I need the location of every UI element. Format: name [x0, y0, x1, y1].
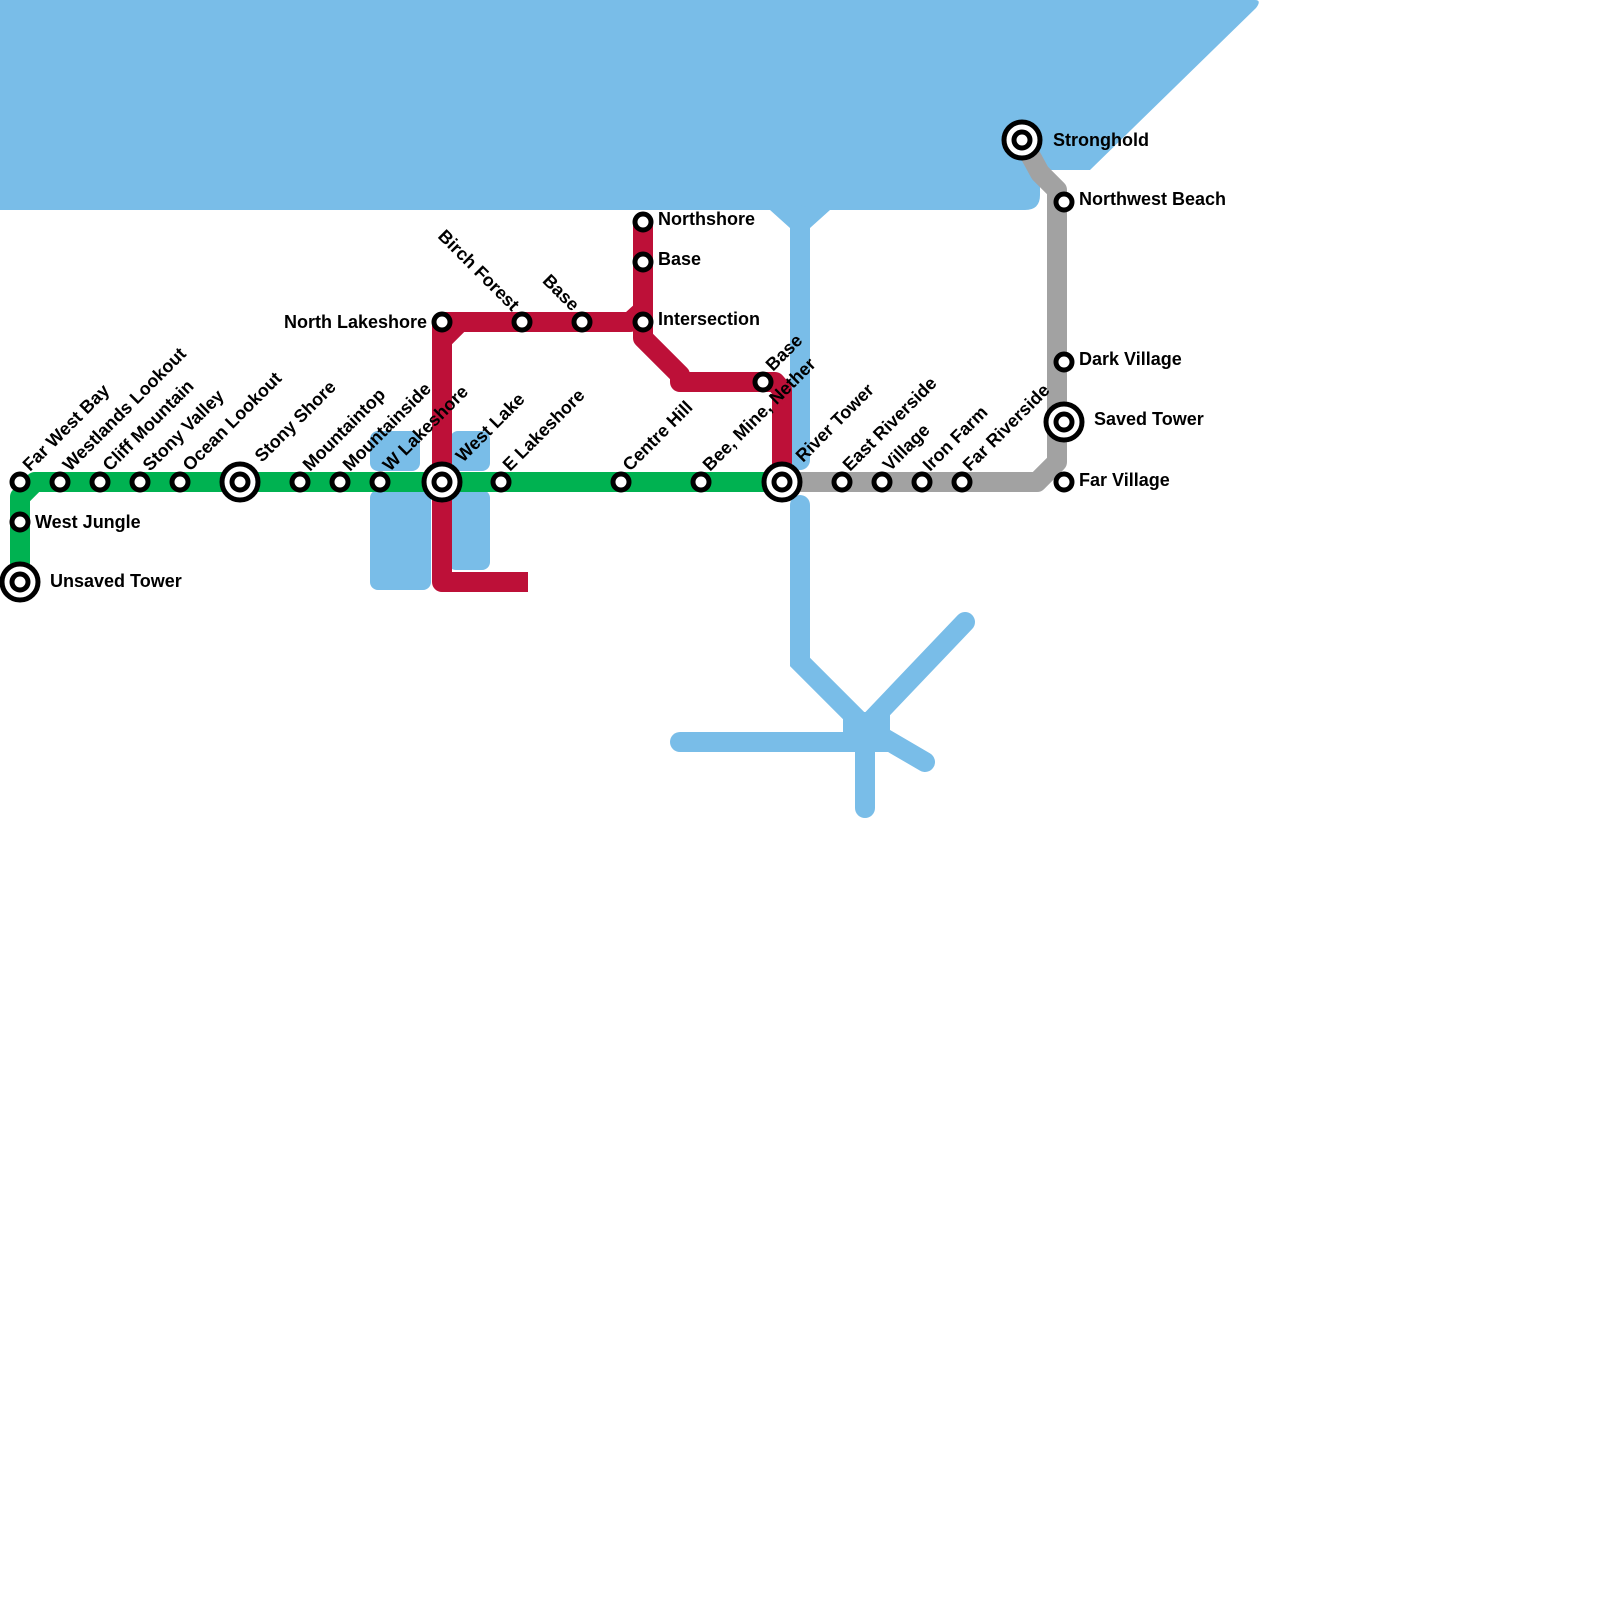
station-marker	[369, 471, 391, 493]
station-centre-hill[interactable]	[610, 471, 632, 493]
station-marker	[169, 471, 191, 493]
station-saved-tower[interactable]	[1043, 401, 1085, 443]
station-stronghold[interactable]	[1001, 119, 1043, 161]
station-marker	[571, 311, 593, 333]
station-marker	[511, 311, 533, 333]
lake-ne	[450, 431, 490, 471]
station-westlands-lookout[interactable]	[49, 471, 71, 493]
station-marker	[89, 471, 111, 493]
station-far-village[interactable]	[1053, 471, 1075, 493]
label-stronghold: Stronghold	[1053, 130, 1149, 150]
station-marker	[632, 311, 654, 333]
station-far-west-bay[interactable]	[9, 471, 31, 493]
station-west-jungle[interactable]	[9, 511, 31, 533]
station-marker	[1053, 351, 1075, 373]
station-dark-village[interactable]	[1053, 351, 1075, 373]
green-line[interactable]	[10, 472, 782, 582]
station-marker	[431, 311, 453, 333]
station-marker	[9, 511, 31, 533]
grey-line[interactable]	[782, 135, 1067, 492]
lines-layer	[10, 135, 1067, 592]
station-intersection[interactable]	[632, 311, 654, 333]
station-mountainside[interactable]	[329, 471, 351, 493]
station-marker	[329, 471, 351, 493]
label-birch-forest: Birch Forest	[434, 226, 523, 315]
station-marker	[1053, 191, 1075, 213]
station-river-tower[interactable]	[761, 461, 803, 503]
station-marker	[129, 471, 151, 493]
label-centre-hill: Centre Hill	[619, 397, 697, 475]
station-far-riverside[interactable]	[951, 471, 973, 493]
interchange-inner-ring	[9, 571, 31, 593]
label-north-lakeshore: North Lakeshore	[284, 312, 427, 332]
station-marker	[951, 471, 973, 493]
label-base-west: Base	[539, 270, 584, 315]
interchange-inner-ring	[1011, 129, 1033, 151]
station-marker	[752, 371, 774, 393]
station-cliff-mountain[interactable]	[89, 471, 111, 493]
station-marker	[831, 471, 853, 493]
station-w-lakeshore[interactable]	[369, 471, 391, 493]
label-west-jungle: West Jungle	[35, 512, 141, 532]
water-layer	[0, 0, 1259, 818]
station-marker	[289, 471, 311, 493]
station-iron-farm[interactable]	[911, 471, 933, 493]
station-marker	[1053, 471, 1075, 493]
station-birch-forest[interactable]	[511, 311, 533, 333]
station-stony-shore[interactable]	[219, 461, 261, 503]
label-northwest-beach: Northwest Beach	[1079, 189, 1226, 209]
station-base-west[interactable]	[571, 311, 593, 333]
station-northwest-beach[interactable]	[1053, 191, 1075, 213]
station-marker	[871, 471, 893, 493]
station-unsaved-tower[interactable]	[0, 561, 41, 603]
station-marker	[632, 251, 654, 273]
station-northshore[interactable]	[632, 211, 654, 233]
lake-nw	[370, 431, 420, 471]
station-mountaintop[interactable]	[289, 471, 311, 493]
station-marker	[911, 471, 933, 493]
station-east-riverside[interactable]	[831, 471, 853, 493]
label-northshore: Northshore	[658, 209, 755, 229]
label-intersection: Intersection	[658, 309, 760, 329]
lake-se	[448, 490, 490, 570]
river-delta-hub	[843, 712, 890, 752]
station-base-east[interactable]	[752, 371, 774, 393]
interchange-inner-ring	[431, 471, 453, 493]
label-dark-village: Dark Village	[1079, 349, 1182, 369]
station-e-lakeshore[interactable]	[490, 471, 512, 493]
label-unsaved-tower: Unsaved Tower	[50, 571, 182, 591]
station-marker	[490, 471, 512, 493]
station-marker	[610, 471, 632, 493]
station-base-north[interactable]	[632, 251, 654, 273]
station-bee-mine-nether[interactable]	[690, 471, 712, 493]
interchange-inner-ring	[1053, 411, 1075, 433]
label-saved-tower: Saved Tower	[1094, 409, 1204, 429]
lake-sw	[370, 490, 431, 590]
river-lower	[790, 495, 875, 737]
station-ocean-lookout[interactable]	[169, 471, 191, 493]
interchange-inner-ring	[229, 471, 251, 493]
station-village[interactable]	[871, 471, 893, 493]
station-stony-valley[interactable]	[129, 471, 151, 493]
sea-water	[0, 0, 1259, 228]
station-marker	[49, 471, 71, 493]
label-base-north: Base	[658, 249, 701, 269]
station-marker	[690, 471, 712, 493]
label-far-village: Far Village	[1079, 470, 1170, 490]
station-north-lakeshore[interactable]	[431, 311, 453, 333]
river-branch-northeast	[855, 612, 975, 737]
station-marker	[9, 471, 31, 493]
station-marker	[632, 211, 654, 233]
stations-layer	[0, 119, 1085, 603]
interchange-inner-ring	[771, 471, 793, 493]
station-west-lake[interactable]	[421, 461, 463, 503]
